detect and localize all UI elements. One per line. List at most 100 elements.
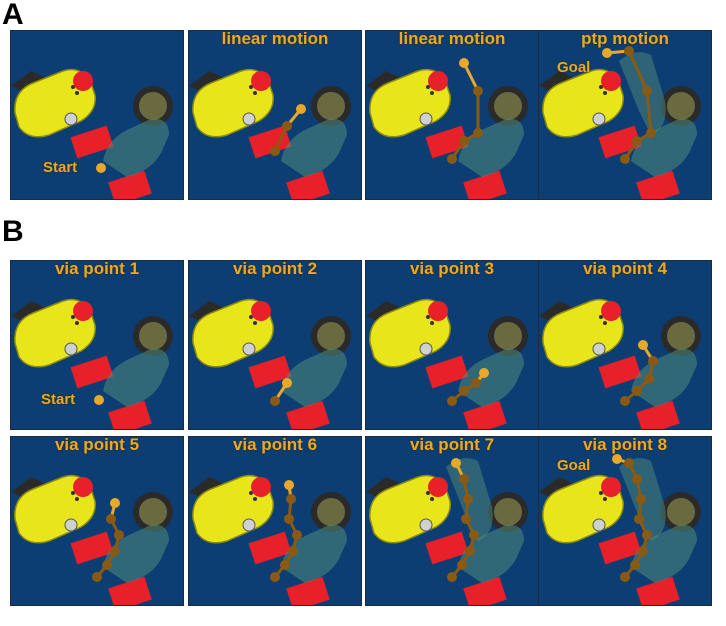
red-box-upper xyxy=(70,531,114,565)
red-box-upper xyxy=(598,355,642,389)
panel-caption: ptp motion xyxy=(581,30,669,48)
ghost-arm xyxy=(281,348,347,407)
ghost-arm xyxy=(281,524,347,583)
via-point-marker xyxy=(465,546,475,556)
robot-base xyxy=(311,86,351,126)
red-cap xyxy=(73,71,93,91)
red-cap xyxy=(601,301,621,321)
red-cap xyxy=(251,477,271,497)
red-box-lower xyxy=(636,576,680,605)
section-label-a: A xyxy=(2,0,24,31)
scene-panel: via point 2 xyxy=(188,260,362,430)
panel-caption: via point 2 xyxy=(232,260,318,278)
scene-panel: linear motion xyxy=(365,30,539,200)
via-point-marker xyxy=(638,546,648,556)
via-point-marker xyxy=(114,530,124,540)
goal-label: Goal xyxy=(557,59,591,76)
via-point-marker xyxy=(447,396,457,406)
via-point-marker xyxy=(644,374,654,384)
red-box-upper xyxy=(70,355,114,389)
red-box-lower xyxy=(463,400,507,429)
red-cap xyxy=(73,477,93,497)
robot-base xyxy=(661,492,701,532)
panel-caption: via point 6 xyxy=(232,436,318,454)
via-point-marker xyxy=(102,560,112,570)
via-point-marker xyxy=(602,48,612,58)
red-box-upper xyxy=(425,531,469,565)
via-point-marker xyxy=(638,340,648,350)
panel-caption: linear motion xyxy=(221,30,329,48)
via-point-marker xyxy=(92,572,102,582)
red-box-upper xyxy=(248,355,292,389)
red-box-lower xyxy=(636,170,680,199)
via-point-marker xyxy=(459,58,469,68)
via-point-marker xyxy=(648,356,658,366)
section-label-b: B xyxy=(2,215,24,248)
via-point-marker xyxy=(620,154,630,164)
robot-base xyxy=(133,316,173,356)
red-cap xyxy=(601,477,621,497)
via-point-marker xyxy=(624,46,634,56)
robot-base xyxy=(311,492,351,532)
panel-caption: via point 4 xyxy=(582,260,668,278)
red-cap xyxy=(428,477,448,497)
scene-panel: linear motion xyxy=(188,30,362,200)
via-point-marker xyxy=(447,154,457,164)
robot-base xyxy=(133,492,173,532)
path-segment xyxy=(462,62,480,92)
panel-caption: via point 8 xyxy=(582,436,668,454)
robot-base xyxy=(311,316,351,356)
scene-panel: via point 1 Start xyxy=(10,260,184,430)
scene-panel: via point 3 xyxy=(365,260,539,430)
red-box-upper xyxy=(70,125,114,159)
via-point-marker xyxy=(284,514,294,524)
via-point-marker xyxy=(459,136,469,146)
red-cap xyxy=(73,301,93,321)
start-marker xyxy=(96,163,106,173)
scene-panel: via point 7 xyxy=(365,436,539,606)
robot-base xyxy=(133,86,173,126)
robot-base xyxy=(661,316,701,356)
via-point-marker xyxy=(282,121,292,131)
via-point-marker xyxy=(479,368,489,378)
red-box-upper xyxy=(598,125,642,159)
robot-base xyxy=(488,316,528,356)
via-point-marker xyxy=(282,378,292,388)
via-point-marker xyxy=(469,530,479,540)
via-point-marker xyxy=(646,128,656,138)
via-point-marker xyxy=(473,86,483,96)
via-point-marker xyxy=(632,136,642,146)
start-label: Start xyxy=(41,391,76,408)
red-box-upper xyxy=(425,125,469,159)
red-cap xyxy=(251,301,271,321)
red-cap xyxy=(428,71,448,91)
via-point-marker xyxy=(270,146,280,156)
via-point-marker xyxy=(471,378,481,388)
panel-caption: via point 1 xyxy=(54,260,140,278)
via-point-marker xyxy=(630,560,640,570)
red-cap xyxy=(601,71,621,91)
path-segment xyxy=(645,90,653,134)
via-point-marker xyxy=(457,560,467,570)
start-marker xyxy=(94,395,104,405)
ghost-arm xyxy=(103,348,169,407)
red-box-lower xyxy=(286,400,330,429)
red-box-lower xyxy=(286,576,330,605)
ghost-arm xyxy=(631,524,697,583)
via-point-marker xyxy=(288,546,298,556)
red-box-upper xyxy=(598,531,642,565)
via-point-marker xyxy=(612,454,622,464)
via-point-marker xyxy=(451,458,461,468)
ghost-arm-goal xyxy=(619,52,666,135)
panel-caption: linear motion xyxy=(398,30,506,48)
red-box-lower xyxy=(463,170,507,199)
red-cap xyxy=(251,71,271,91)
panel-caption: via point 3 xyxy=(409,260,495,278)
ghost-arm xyxy=(631,348,697,407)
red-box-lower xyxy=(108,400,152,429)
via-point-marker xyxy=(634,514,644,524)
scene-panel: via point 6 xyxy=(188,436,362,606)
via-point-marker xyxy=(270,572,280,582)
robot-base xyxy=(488,492,528,532)
